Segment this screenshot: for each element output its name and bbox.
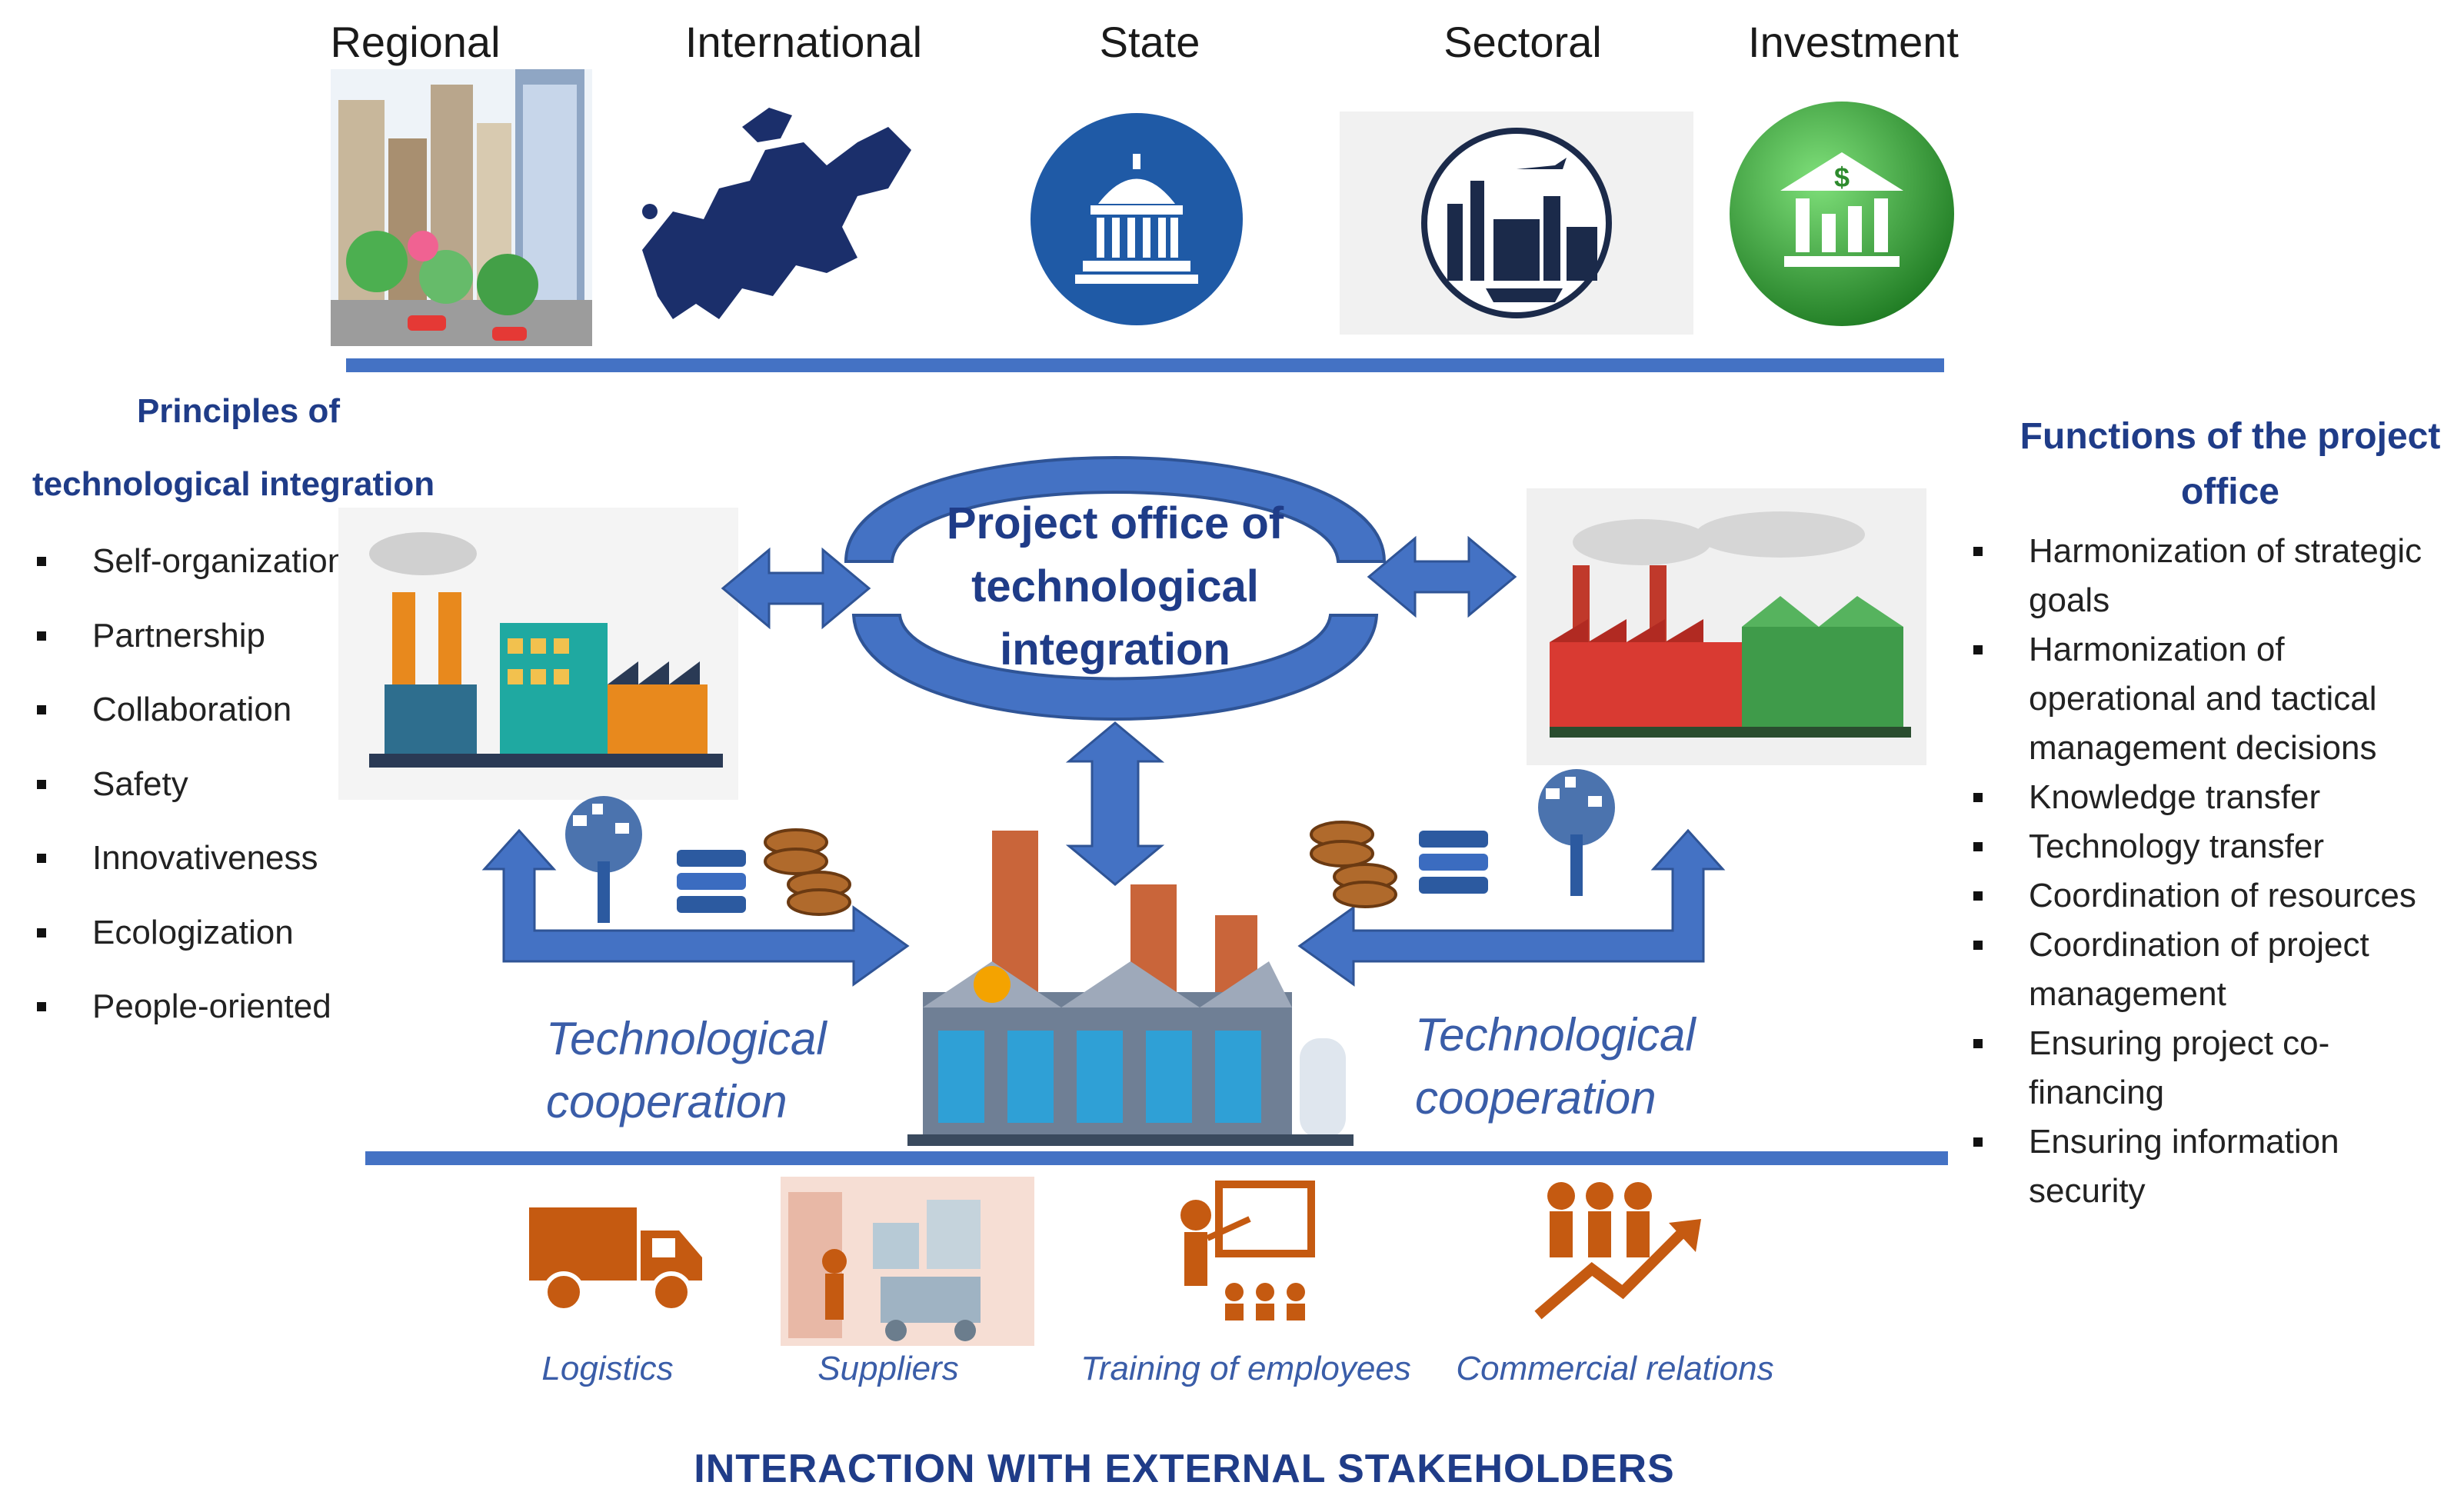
label-state: State (1099, 18, 1200, 66)
principles-title-line1: Principles of (136, 392, 341, 430)
bottom-divider (365, 1151, 1948, 1165)
capitol-icon (1031, 113, 1243, 325)
list-item: Technology transfer (1969, 822, 2461, 871)
list-item: Collaboration (32, 691, 371, 765)
list-item: People-oriented (32, 987, 371, 1062)
list-item: Partnership (32, 617, 371, 691)
list-item: Knowledge transfer (1969, 773, 2461, 822)
footer-title: INTERACTION WITH EXTERNAL STAKEHOLDERS (694, 1447, 1675, 1491)
principles-title-line2: technological integration (32, 465, 435, 503)
bank-dollar-icon: $ (1730, 102, 1954, 326)
central-factory-icon (907, 831, 1354, 1146)
green-factory-icon (1527, 488, 1926, 765)
books-icon (677, 850, 746, 913)
list-item: Ensuring information security (1969, 1117, 2461, 1216)
list-item: Ecologization (32, 914, 371, 988)
list-item: Coordination of resources (1969, 871, 2461, 921)
left-cooperation-arrow (481, 828, 910, 987)
coins-icon (1310, 821, 1397, 908)
city-icon (331, 69, 592, 346)
europe-map-icon (642, 108, 911, 319)
functions-title-line1: Functions of the project (2019, 416, 2441, 457)
coop-left-line1: Technological (546, 1013, 827, 1064)
growth-people-icon (1534, 1182, 1701, 1320)
svg-text:$: $ (1834, 162, 1850, 193)
label-investment: Investment (1748, 18, 1959, 66)
label-regional: Regional (330, 18, 501, 66)
tree-tech-icon (565, 796, 642, 923)
coop-right-line2: cooperation (1415, 1072, 1657, 1124)
center-title-line1: Project office of (946, 498, 1284, 548)
list-item: Ensuring project co-financing (1969, 1019, 2461, 1117)
principles-list: Self-organization Partnership Collaborat… (32, 542, 371, 1062)
functions-list: Harmonization of strategic goals Harmoni… (1969, 527, 2461, 1216)
teacher-icon (1180, 1181, 1315, 1321)
list-item: Coordination of project management (1969, 921, 2461, 1019)
list-item: Safety (32, 765, 371, 840)
label-international: International (684, 18, 923, 66)
center-title-line3: integration (1000, 624, 1230, 674)
factory-icon (338, 508, 738, 800)
list-item: Self-organization (32, 542, 371, 617)
tree-tech-icon (1538, 769, 1615, 896)
right-cooperation-arrow (1297, 828, 1726, 987)
label-sectoral: Sectoral (1443, 18, 1602, 66)
coins-icon (764, 828, 851, 916)
industry-icon (1340, 112, 1693, 335)
coop-left-line2: cooperation (546, 1076, 787, 1127)
truck-icon (529, 1207, 702, 1313)
top-divider (346, 358, 1944, 372)
books-icon (1419, 831, 1488, 894)
stakeholder-commercial: Commercial relations (1456, 1350, 1774, 1387)
integration-cycle-diagram (721, 456, 1517, 886)
functions-title-line2: office (2180, 471, 2279, 512)
stakeholder-logistics: Logistics (541, 1350, 674, 1387)
warehouse-icon (781, 1177, 1034, 1346)
list-item: Innovativeness (32, 839, 371, 914)
center-title-line2: technological (971, 561, 1259, 611)
coop-right-line1: Technological (1415, 1009, 1696, 1061)
stakeholder-training: Training of employees (1080, 1350, 1411, 1387)
stakeholder-suppliers: Suppliers (817, 1350, 959, 1387)
list-item: Harmonization of operational and tactica… (1969, 625, 2461, 773)
list-item: Harmonization of strategic goals (1969, 527, 2461, 625)
